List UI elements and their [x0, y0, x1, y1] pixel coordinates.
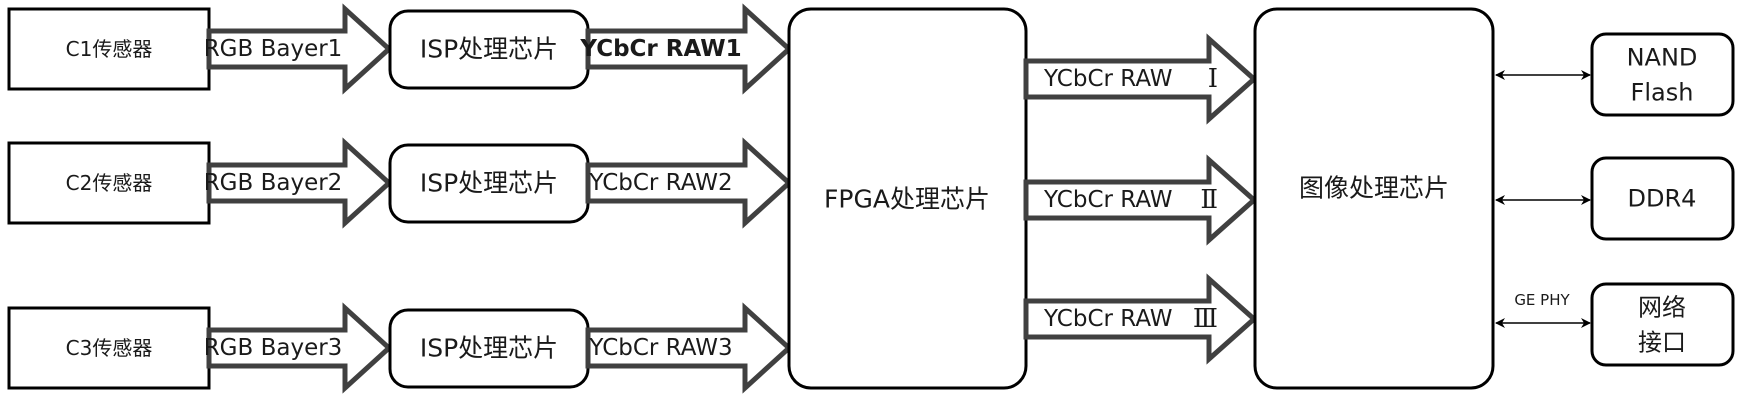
- sensor-label: C3传感器: [66, 336, 153, 360]
- ycbcr-raw-out-arrow: [1023, 273, 1258, 365]
- isp-chip-label: ISP处理芯片: [420, 334, 558, 363]
- roman-numeral: Ⅰ: [1208, 64, 1218, 94]
- sensor-box: [7, 306, 211, 390]
- nand-flash-label-line2: Flash: [1631, 79, 1694, 107]
- ycbcr-raw-label: YCbCr RAW1: [579, 36, 741, 62]
- roman-numeral: Ⅲ: [1193, 304, 1218, 334]
- ddr4-box: [1590, 156, 1735, 241]
- isp-chip-label: ISP处理芯片: [420, 169, 558, 198]
- nand-flash-box: [1590, 32, 1735, 117]
- rgb-bayer-label: RGB Bayer3: [204, 335, 343, 361]
- network-interface-label-line2: 接口: [1638, 329, 1686, 357]
- rgb-bayer-arrow: [206, 137, 393, 229]
- ycbcr-raw-out-label: YCbCr RAW: [1043, 306, 1173, 332]
- rgb-bayer-arrow: [206, 3, 393, 95]
- ycbcr-raw-out-label: YCbCr RAW: [1043, 66, 1173, 92]
- image-processor-box: [1253, 7, 1495, 390]
- roman-numeral: Ⅱ: [1200, 185, 1218, 215]
- ycbcr-raw-label: YCbCr RAW3: [588, 335, 732, 361]
- ge-phy-label: GE PHY: [1514, 291, 1570, 309]
- ycbcr-raw-arrow: [585, 302, 793, 394]
- rgb-bayer-label: RGB Bayer2: [204, 170, 343, 196]
- sensor-box: [7, 141, 211, 225]
- network-interface-box: [1590, 282, 1735, 367]
- ddr4-label: DDR4: [1628, 185, 1697, 213]
- ycbcr-raw-label: YCbCr RAW2: [588, 170, 732, 196]
- fpga-label: FPGA处理芯片: [824, 185, 990, 214]
- sensor-label: C2传感器: [66, 171, 153, 195]
- ycbcr-raw-out-label: YCbCr RAW: [1043, 187, 1173, 213]
- ycbcr-raw-out-arrow: [1023, 33, 1258, 125]
- sensor-label: C1传感器: [66, 37, 153, 61]
- ycbcr-raw-arrow: [585, 137, 793, 229]
- rgb-bayer-arrow: [206, 302, 393, 394]
- sensor-box: [7, 7, 211, 91]
- ycbcr-raw-out-arrow: [1023, 154, 1258, 246]
- rgb-bayer-label: RGB Bayer1: [204, 36, 343, 62]
- image-processor-label: 图像处理芯片: [1299, 174, 1449, 203]
- nand-flash-label-line1: NAND: [1627, 44, 1698, 72]
- isp-chip-label: ISP处理芯片: [420, 35, 558, 64]
- network-interface-label-line1: 网络: [1638, 294, 1686, 322]
- ycbcr-raw-arrow: [585, 3, 793, 95]
